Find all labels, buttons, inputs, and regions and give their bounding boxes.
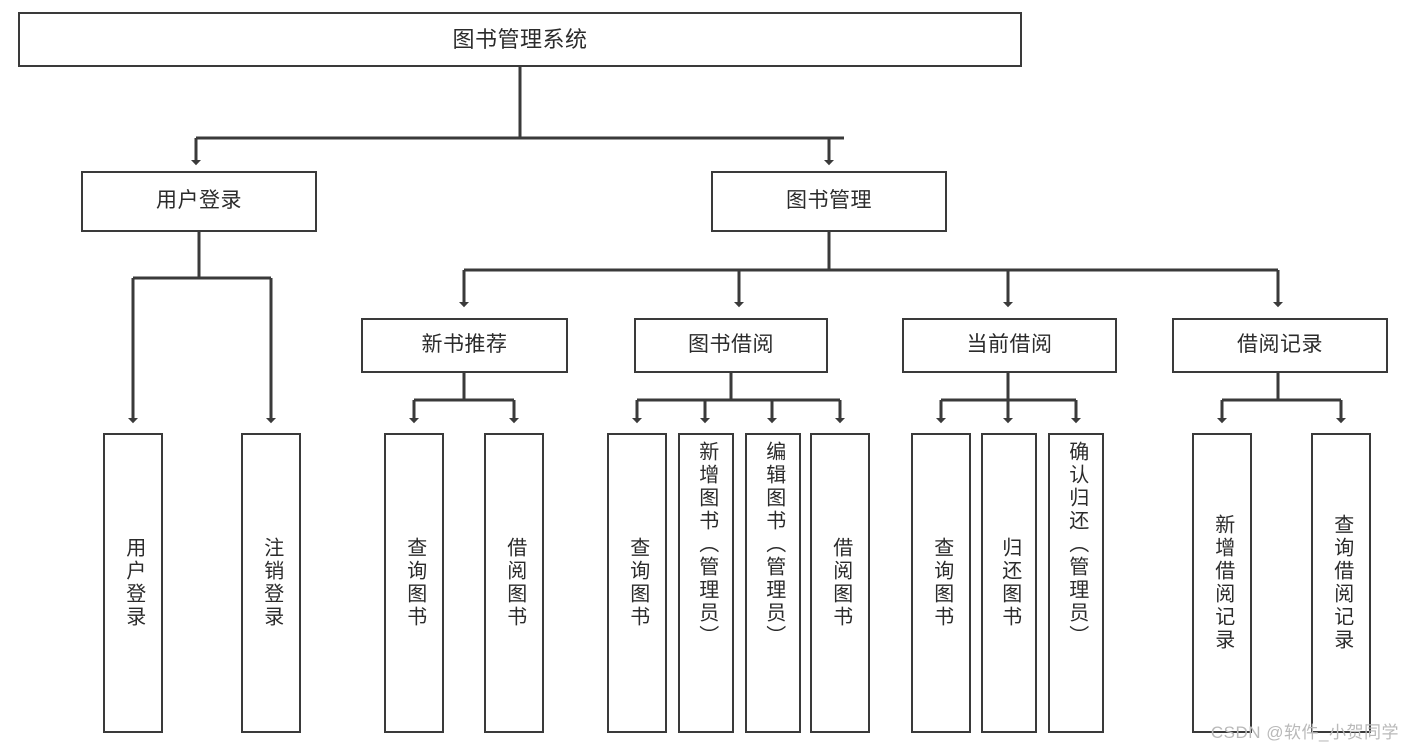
node-label: 归还图书 <box>998 537 1021 629</box>
leaf-add-book-admin[interactable]: 新增图书（管理员） <box>678 433 734 733</box>
node-borrow-record[interactable]: 借阅记录 <box>1172 318 1388 373</box>
node-label: 图书管理系统 <box>452 26 588 52</box>
leaf-add-borrow-record[interactable]: 新增借阅记录 <box>1192 433 1252 733</box>
leaf-edit-book-admin[interactable]: 编辑图书（管理员） <box>745 433 801 733</box>
leaf-borrow-book-recommend[interactable]: 借阅图书 <box>484 433 544 733</box>
node-label: 查询借阅记录 <box>1330 514 1353 652</box>
node-user-login[interactable]: 用户登录 <box>81 171 317 232</box>
node-label: 查询图书 <box>626 537 649 629</box>
leaf-confirm-return-admin[interactable]: 确认归还（管理员） <box>1048 433 1104 733</box>
leaf-borrow-book-borrow[interactable]: 借阅图书 <box>810 433 870 733</box>
leaf-logout-login[interactable]: 注销登录 <box>241 433 301 733</box>
node-label: 当前借阅 <box>966 333 1053 357</box>
node-label: 图书管理 <box>786 189 872 213</box>
node-label: 编辑图书（管理员） <box>762 441 785 648</box>
node-label: 新增图书（管理员） <box>695 441 718 648</box>
node-label: 注销登录 <box>260 537 283 629</box>
node-label: 图书借阅 <box>688 333 774 357</box>
leaf-user-login[interactable]: 用户登录 <box>103 433 163 733</box>
node-label: 新书推荐 <box>421 333 508 357</box>
node-new-book-recommend[interactable]: 新书推荐 <box>361 318 568 373</box>
node-label: 查询图书 <box>930 537 953 629</box>
node-label: 借阅图书 <box>503 537 526 629</box>
node-label: 借阅记录 <box>1237 333 1323 357</box>
node-label: 确认归还（管理员） <box>1065 441 1088 648</box>
node-label: 用户登录 <box>156 189 242 213</box>
node-label: 新增借阅记录 <box>1211 514 1234 652</box>
node-label: 用户登录 <box>122 537 145 629</box>
watermark-text: CSDN @软件_小贺同学 <box>1210 723 1399 742</box>
node-current-borrow[interactable]: 当前借阅 <box>902 318 1117 373</box>
node-book-management[interactable]: 图书管理 <box>711 171 947 232</box>
node-label: 查询图书 <box>403 537 426 629</box>
node-book-borrow[interactable]: 图书借阅 <box>634 318 828 373</box>
node-label: 借阅图书 <box>829 537 852 629</box>
leaf-query-borrow-record[interactable]: 查询借阅记录 <box>1311 433 1371 733</box>
leaf-query-book-borrow[interactable]: 查询图书 <box>607 433 667 733</box>
leaf-return-book[interactable]: 归还图书 <box>981 433 1037 733</box>
leaf-query-book-current[interactable]: 查询图书 <box>911 433 971 733</box>
node-root-system[interactable]: 图书管理系统 <box>18 12 1022 67</box>
leaf-query-book-recommend[interactable]: 查询图书 <box>384 433 444 733</box>
